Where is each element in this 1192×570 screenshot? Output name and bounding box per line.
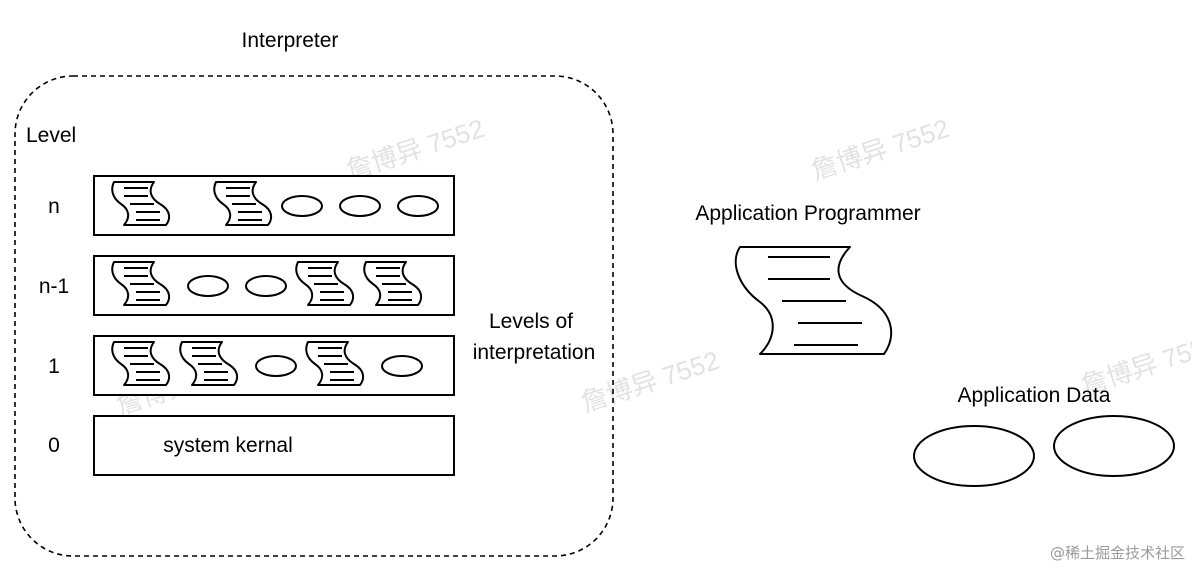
application-data-oval-2 <box>1053 415 1175 477</box>
level-label-1: 1 <box>48 355 60 378</box>
watermark-author-1: 詹博异 7552 <box>343 113 488 186</box>
scroll-document-icon <box>111 341 171 386</box>
application-data-label: Application Data <box>958 384 1111 407</box>
data-oval-icon <box>255 355 297 377</box>
data-oval-icon <box>281 195 323 217</box>
levels-of-interpretation-label-line2: interpretation <box>473 341 596 364</box>
level-items <box>111 181 439 386</box>
program-document-icon <box>734 246 893 355</box>
scroll-document-icon <box>305 341 365 386</box>
interpreter-boundary <box>14 75 614 557</box>
data-oval-icon <box>245 275 287 297</box>
level-label-n-1: n-1 <box>39 275 69 298</box>
application-data-oval-1 <box>913 425 1035 487</box>
scroll-document-icon <box>111 181 171 226</box>
data-oval-icon <box>397 195 439 217</box>
level-label-n: n <box>48 195 60 218</box>
data-oval-icon <box>187 275 229 297</box>
watermark-author-2: 詹博异 7552 <box>808 113 953 186</box>
interpreter-title: Interpreter <box>242 29 339 52</box>
levels-of-interpretation-label-line1: Levels of <box>489 310 573 333</box>
data-oval-icon <box>339 195 381 217</box>
scroll-document-icon <box>295 261 355 306</box>
scroll-document-icon <box>213 181 273 226</box>
data-oval-icon <box>381 355 423 377</box>
watermark-corner: @稀土掘金技术社区 <box>1050 544 1185 562</box>
scroll-document-icon <box>179 341 239 386</box>
level-header: Level <box>26 124 76 147</box>
application-programmer-label: Application Programmer <box>695 202 920 225</box>
scroll-document-icon <box>111 261 171 306</box>
level-label-0: 0 <box>48 434 60 457</box>
scroll-document-icon <box>363 261 423 306</box>
level-box-0 <box>93 415 455 476</box>
watermark-author-3: 詹博异 7552 <box>578 345 723 418</box>
system-kernal-label: system kernal <box>163 434 293 457</box>
